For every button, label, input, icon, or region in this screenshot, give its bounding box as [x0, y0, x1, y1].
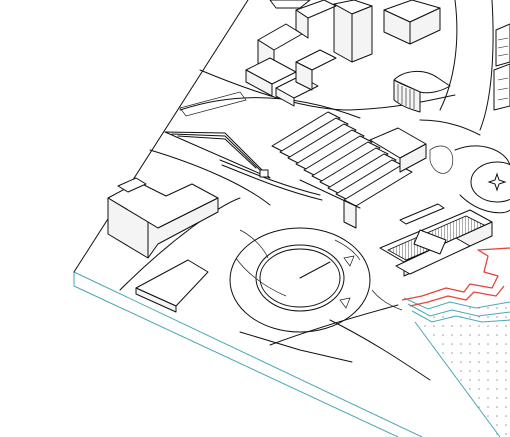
triangle-island-2 — [339, 297, 351, 309]
road-left-upper — [149, 149, 271, 206]
slab-6 — [311, 141, 381, 183]
waterfront-red-line-2 — [409, 285, 505, 307]
slab-8 — [327, 153, 397, 195]
right-edge-buildings — [493, 23, 510, 111]
site-boundary — [73, 0, 249, 273]
upper-mid-blocks — [245, 23, 337, 107]
block-right-windows — [497, 37, 509, 101]
water-dots — [420, 300, 510, 437]
block-right-2 — [493, 63, 510, 111]
slab-2 — [279, 117, 349, 159]
slab-4 — [295, 129, 365, 171]
slab-7 — [319, 147, 389, 189]
walkway-edge-1 — [219, 159, 321, 196]
canopy-inner-1 — [171, 133, 263, 173]
slab-5 — [303, 135, 373, 177]
block-um-2-face — [245, 69, 273, 97]
road-mid-east — [419, 119, 481, 136]
block-l-front-2 — [147, 197, 219, 259]
block-top-left — [269, 0, 311, 9]
curved-building-windows — [397, 84, 415, 109]
waterfront-red-line — [401, 247, 510, 301]
station-platform — [399, 203, 445, 225]
road-east-ring-2 — [459, 194, 510, 214]
tower-1-face — [333, 3, 353, 63]
road-north-east-2 — [479, 0, 494, 131]
block-um-3-face — [275, 87, 295, 107]
slab-divider — [299, 179, 361, 209]
triangle-canopy — [164, 131, 271, 179]
central-slab-complex — [271, 111, 427, 229]
sculpture-ring-inner — [259, 248, 341, 308]
road-centre-west — [179, 97, 361, 119]
waterfront-area — [401, 247, 510, 437]
roundabout-outer — [229, 227, 371, 333]
road-south-1 — [329, 319, 431, 381]
site-diagonal-edge — [73, 0, 249, 273]
roads — [119, 0, 510, 381]
wedge-building-face — [135, 287, 177, 313]
slab-1 — [271, 111, 341, 153]
left-buildings — [107, 177, 219, 313]
slab-front-edge — [73, 272, 399, 437]
sculpture-ring-outer — [255, 244, 345, 312]
slab-3 — [287, 123, 357, 165]
quay-teal-2 — [403, 297, 510, 310]
road-curb-1 — [239, 229, 269, 259]
curved-building-face — [393, 79, 421, 113]
station-wing-2 — [413, 229, 447, 255]
central-roundabout — [229, 227, 371, 333]
roundabout-east-ring — [470, 161, 510, 203]
park-patch-1 — [179, 91, 247, 117]
canopy-top — [164, 131, 271, 179]
road-curb-3 — [371, 289, 403, 311]
curved-building — [393, 71, 451, 113]
road-south-3 — [239, 331, 353, 363]
block-right-1 — [495, 23, 510, 67]
walkway-kiosk — [259, 169, 269, 178]
four-point-star-icon — [487, 172, 507, 192]
block-um-4-face — [295, 61, 313, 91]
roundabout-east — [470, 161, 510, 203]
base-slab — [73, 271, 501, 437]
road-east-ring — [454, 145, 510, 166]
road-north-east — [439, 0, 458, 111]
block-top-right-side — [409, 7, 441, 45]
triangle-island — [343, 255, 355, 267]
station-building — [379, 203, 493, 277]
curved-building-top — [393, 71, 451, 94]
road-south-2 — [269, 304, 399, 346]
tall-block-top — [117, 177, 147, 193]
walkway-edge-2 — [221, 164, 323, 201]
quay-teal-1 — [407, 303, 510, 317]
tower-1-side — [351, 5, 373, 63]
quay-teal-3 — [411, 310, 510, 323]
road-centre-north — [199, 69, 456, 111]
slab-annex-face — [399, 143, 427, 173]
block-top-2-face — [295, 9, 309, 39]
tower-cluster — [269, 0, 441, 63]
road-curb-2 — [334, 239, 361, 261]
park-patch-2 — [429, 145, 454, 174]
road-left-lower — [119, 197, 241, 291]
canopy-inner-2 — [177, 135, 257, 169]
sculpture-spoke — [299, 261, 331, 279]
park-patch-3 — [235, 257, 287, 297]
walkway — [219, 159, 323, 201]
slab-top-edge — [73, 271, 423, 437]
